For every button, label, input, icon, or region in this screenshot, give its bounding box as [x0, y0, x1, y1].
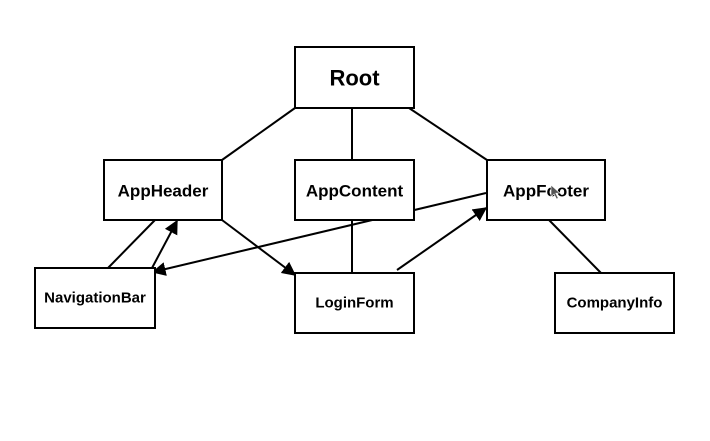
node-company-info: CompanyInfo: [554, 272, 675, 334]
node-app-footer-label: AppFooter: [503, 182, 589, 201]
edge-loginform-appfooter-arrow: [396, 207, 488, 271]
node-root-label: Root: [329, 66, 380, 91]
node-app-header: AppHeader: [103, 159, 223, 221]
node-app-header-label: AppHeader: [118, 182, 209, 201]
node-app-content: AppContent: [294, 159, 415, 221]
node-app-content-label: AppContent: [306, 182, 404, 201]
edge-root-appheader: [221, 107, 296, 161]
node-root: Root: [294, 46, 415, 109]
node-login-form-box: [294, 272, 415, 334]
edge-appheader-navigationbar: [107, 219, 156, 269]
node-navigation-bar: NavigationBar: [34, 267, 156, 329]
edge-appfooter-companyinfo: [548, 219, 602, 274]
edges: [107, 107, 602, 276]
edge-navigationbar-appheader-arrow: [151, 219, 178, 269]
edge-appfooter-navigationbar-arrow: [151, 192, 487, 276]
node-app-header-box: [103, 159, 223, 221]
node-navigation-bar-box: [34, 267, 156, 329]
node-navigation-bar-label: NavigationBar: [44, 290, 146, 307]
node-login-form-label: LoginForm: [315, 295, 393, 312]
node-company-info-box: [554, 272, 675, 334]
edge-root-appfooter: [408, 107, 488, 161]
mouse-pointer-icon: [550, 184, 561, 200]
node-app-footer-box: [486, 159, 606, 221]
node-root-box: [294, 46, 415, 109]
node-app-content-box: [294, 159, 415, 221]
node-app-footer: AppFooter: [486, 159, 606, 221]
node-login-form: LoginForm: [294, 272, 415, 334]
node-company-info-label: CompanyInfo: [567, 295, 663, 312]
